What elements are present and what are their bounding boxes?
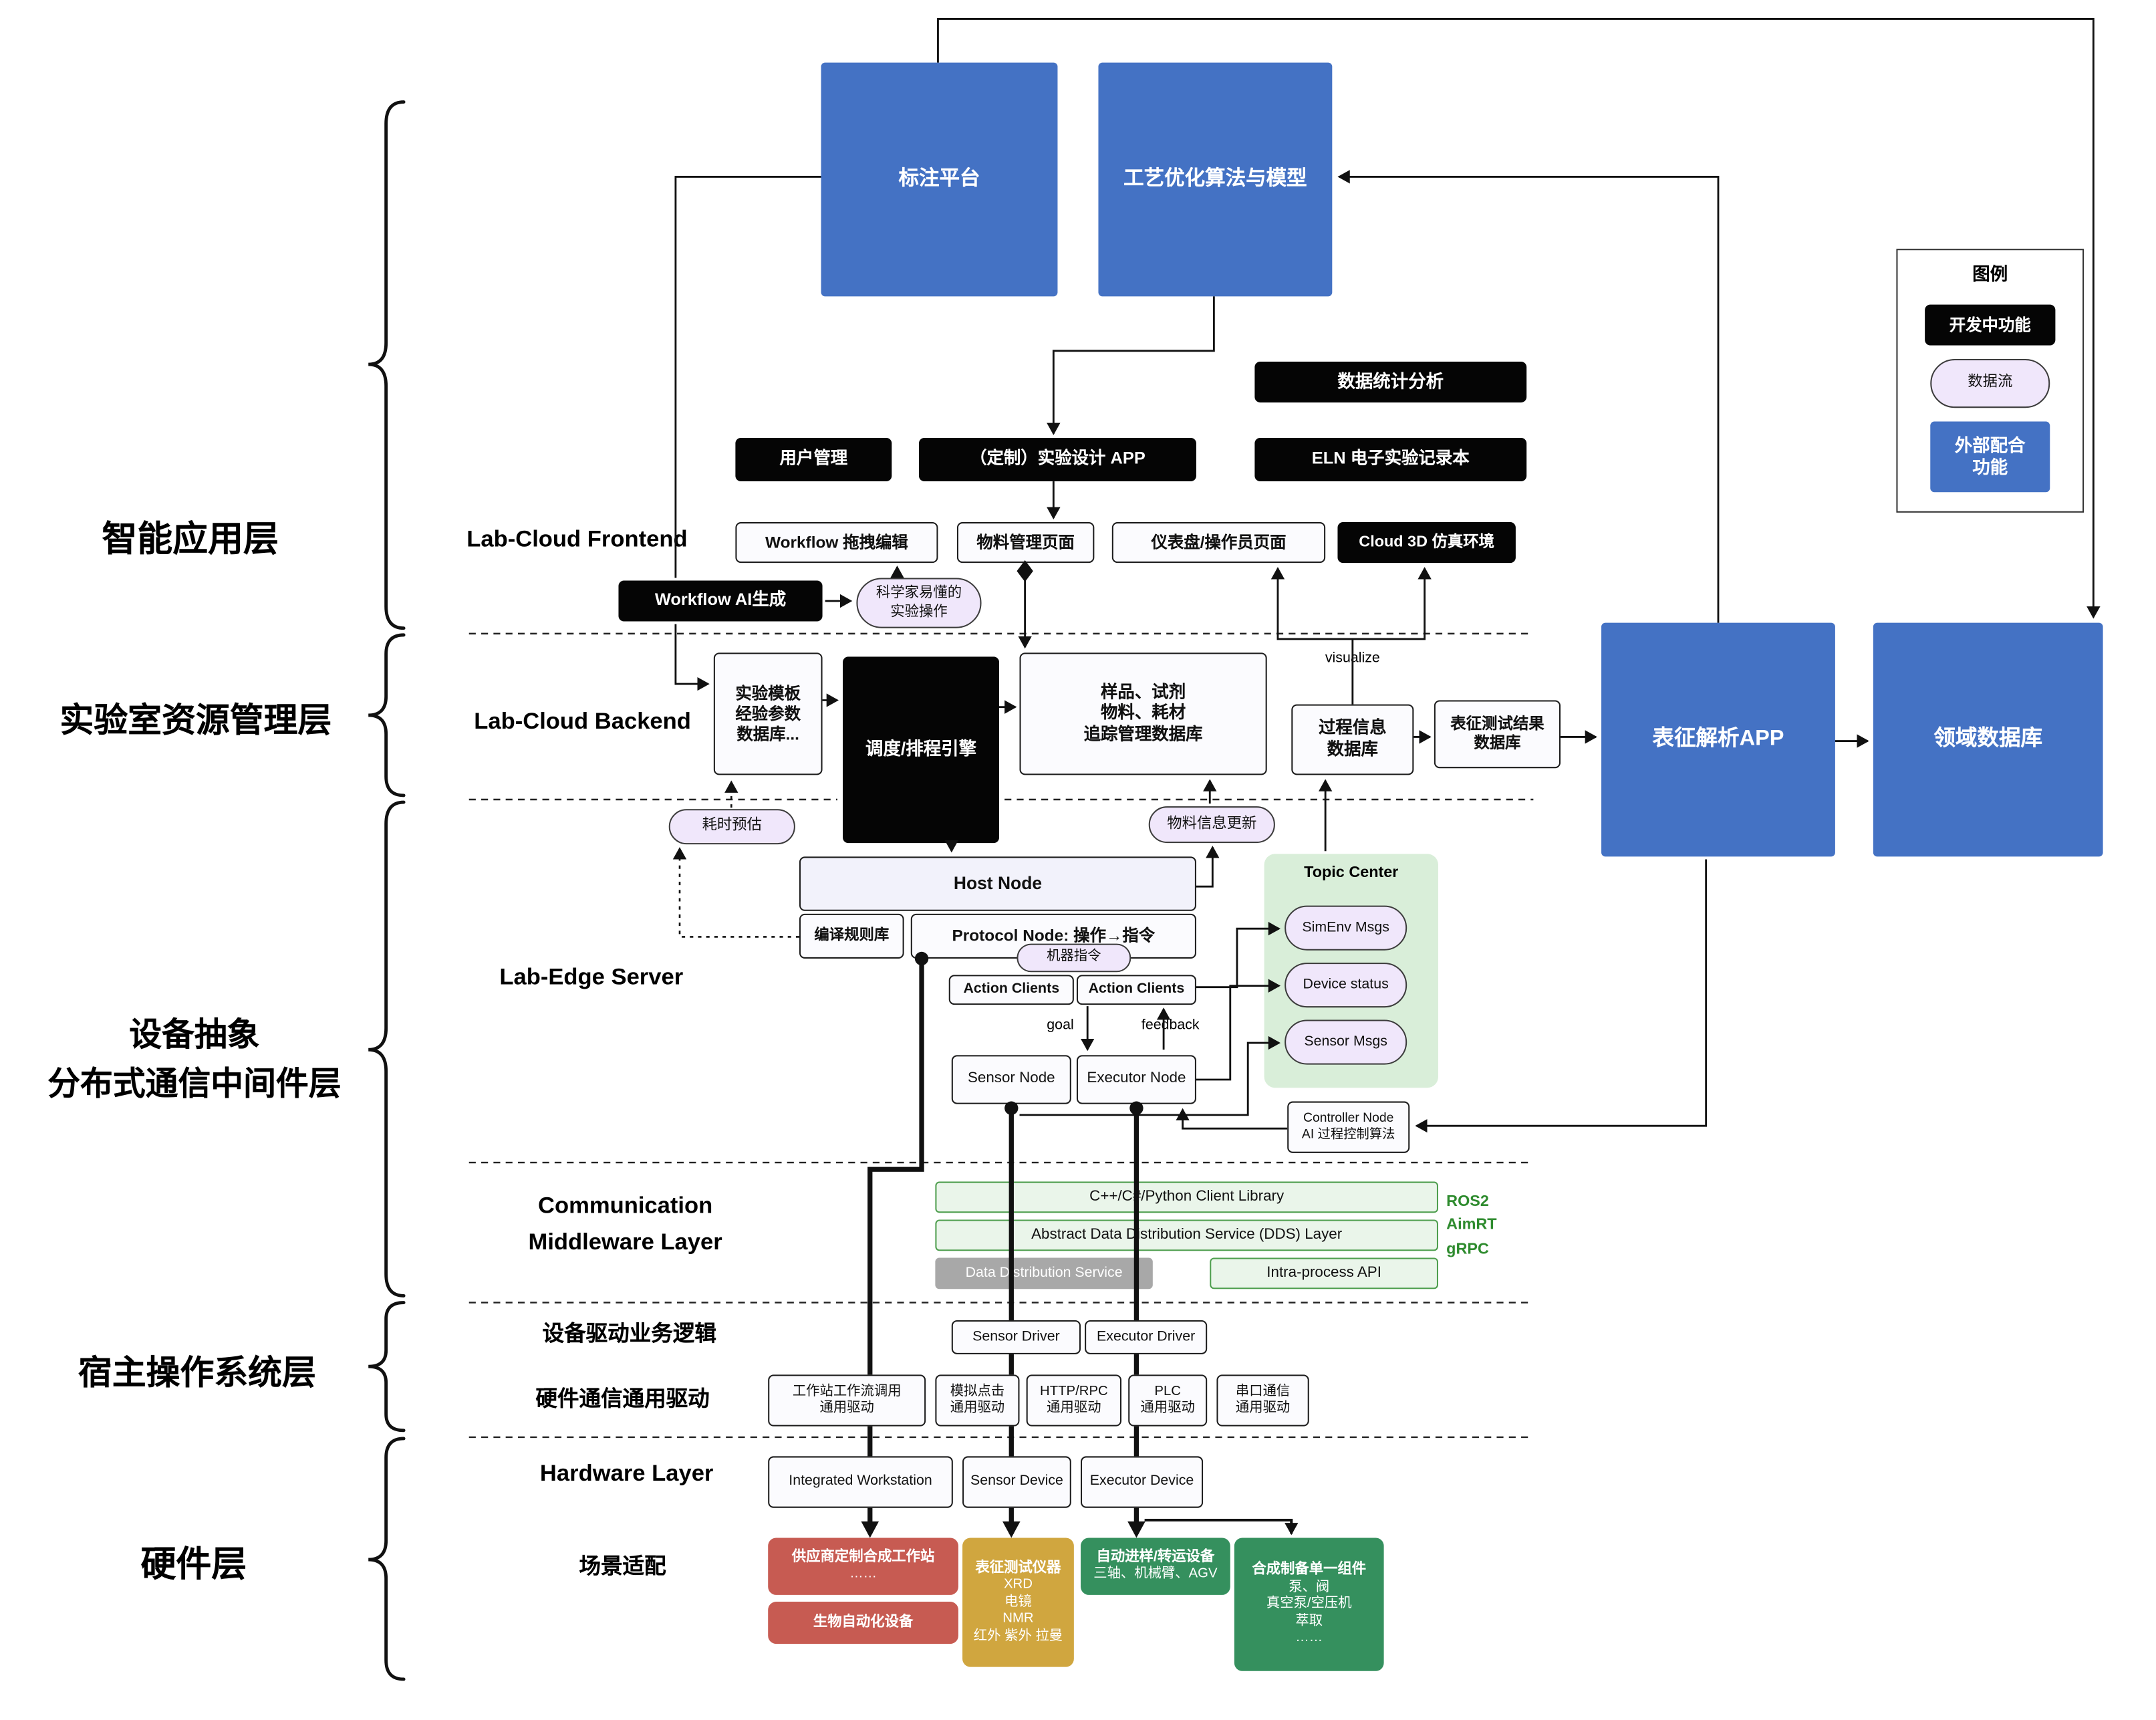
characterization-app-box: 表征解析APP [1601, 622, 1835, 857]
action-clients-box-2: Action Clients [1076, 975, 1196, 1005]
action-clients-box-1: Action Clients [948, 975, 1074, 1005]
domain-database-box: 领域数据库 [1873, 622, 2103, 857]
layer-label-intelligent-app: 智能应用层 [102, 517, 279, 559]
synthesis-component-box: 合成制备单一组件 泵、阀 真空泵/空压机 萃取 …… [1234, 1538, 1384, 1671]
scheduler-engine-box: 调度/排程引擎 [843, 656, 999, 844]
controller-node-box: Controller Node AI 过程控制算法 [1287, 1101, 1410, 1153]
goal-label: goal [1047, 1017, 1074, 1033]
layer-braces [368, 100, 406, 1681]
ros2-aimrt-grpc-label: ROS2 AimRT gRPC [1446, 1193, 1497, 1257]
characterization-instrument-body: XRD 电镜 NMR 红外 紫外 拉曼 [973, 1577, 1063, 1644]
http-rpc-driver-box: HTTP/RPC 通用驱动 [1026, 1374, 1122, 1427]
topic-center-label: Topic Center [1304, 864, 1399, 882]
scenario-adapt-label: 场景适配 [579, 1555, 666, 1579]
layer-label-hardware: 硬件层 [140, 1543, 247, 1584]
plc-driver-box: PLC 通用驱动 [1128, 1374, 1208, 1427]
hardware-layer-label: Hardware Layer [539, 1460, 714, 1487]
executor-driver-box: Executor Driver [1085, 1320, 1208, 1354]
client-library-box: C++/C#/Python Client Library [935, 1181, 1438, 1213]
lab-cloud-frontend-label: Lab-Cloud Frontend [466, 526, 688, 552]
vendor-workstation-box: 供应商定制合成工作站 …… [768, 1538, 958, 1595]
legend: 图例 开发中功能 数据流 外部配合 功能 [1896, 249, 2084, 513]
dds-layer-box: Abstract Data Distribution Service (DDS)… [935, 1219, 1438, 1251]
legend-developing: 开发中功能 [1925, 304, 2056, 346]
workflow-ai-box: Workflow AI生成 [618, 580, 823, 622]
intra-process-api-box: Intra-process API [1210, 1257, 1438, 1289]
dotted-connectors [672, 780, 799, 938]
data-statistics-box: 数据统计分析 [1254, 362, 1527, 403]
serial-driver-box: 串口通信 通用驱动 [1216, 1374, 1309, 1427]
bio-automation-box: 生物自动化设备 [768, 1602, 958, 1644]
legend-title: 图例 [1972, 263, 2008, 285]
cloud-3d-box: Cloud 3D 仿真环境 [1337, 522, 1516, 564]
legend-dataflow: 数据流 [1930, 358, 2050, 408]
layer-label-device-abstraction: 设备抽象 分布式通信中间件层 [47, 1017, 342, 1103]
process-info-db-box: 过程信息 数据库 [1291, 704, 1414, 775]
synthesis-component-title: 合成制备单一组件 [1252, 1561, 1367, 1578]
executor-device-box: Executor Device [1081, 1456, 1204, 1508]
workflow-edit-box: Workflow 拖拽编辑 [735, 522, 938, 564]
custom-experiment-app-box: （定制）实验设计 APP [918, 437, 1196, 482]
simenv-msgs-pill: SimEnv Msgs [1285, 905, 1407, 951]
layer-label-host-os: 宿主操作系统层 [78, 1354, 316, 1392]
sensor-node-box: Sensor Node [951, 1055, 1071, 1104]
device-status-pill: Device status [1285, 963, 1407, 1008]
layer-label-lab-resource: 实验室资源管理层 [59, 701, 332, 740]
compile-rule-lib-box: 编译规则库 [799, 913, 904, 959]
vendor-workstation-body: …… [849, 1566, 877, 1582]
legend-external: 外部配合 功能 [1930, 421, 2050, 493]
dds-service-box: Data Distribution Service [935, 1257, 1153, 1289]
autosampler-title: 自动进样/转运设备 [1096, 1549, 1215, 1566]
synthesis-component-body: 泵、阀 真空泵/空压机 萃取 …… [1266, 1579, 1352, 1646]
device-driver-logic-label: 设备驱动业务逻辑 [542, 1323, 716, 1346]
hw-comm-driver-label: 硬件通信通用驱动 [535, 1388, 710, 1412]
visualize-label: visualize [1325, 650, 1380, 666]
process-optimization-box: 工艺优化算法与模型 [1098, 62, 1333, 297]
workstation-workflow-driver-box: 工作站工作流调用 通用驱动 [768, 1374, 926, 1427]
lab-cloud-backend-label: Lab-Cloud Backend [474, 708, 691, 735]
integrated-workstation-box: Integrated Workstation [768, 1456, 953, 1508]
sensor-msgs-pill: Sensor Msgs [1285, 1019, 1407, 1065]
diamond-connector [1017, 560, 1033, 582]
lab-edge-server-label: Lab-Edge Server [499, 964, 684, 990]
host-node-box: Host Node [799, 856, 1196, 911]
characterization-instrument-box: 表征测试仪器 XRD 电镜 NMR 红外 紫外 拉曼 [962, 1538, 1074, 1667]
material-update-pill: 物料信息更新 [1148, 806, 1275, 844]
autosampler-box: 自动进样/转运设备 三轴、机械臂、AGV [1081, 1538, 1230, 1595]
characterization-instrument-title: 表征测试仪器 [975, 1559, 1061, 1576]
user-management-box: 用户管理 [735, 437, 892, 482]
machine-command-pill: 机器指令 [1017, 943, 1131, 973]
eln-box: ELN 电子实验记录本 [1254, 437, 1527, 482]
middleware-label-1: Communication [537, 1192, 713, 1219]
vendor-workstation-title: 供应商定制合成工作站 [791, 1549, 935, 1566]
characterization-result-db-box: 表征测试结果 数据库 [1434, 700, 1561, 769]
experiment-template-db-box: 实验模板 经验参数 数据库... [713, 652, 823, 775]
middleware-label-2: Middleware Layer [528, 1229, 722, 1255]
sensor-device-box: Sensor Device [962, 1456, 1071, 1508]
feedback-label: feedback [1141, 1017, 1200, 1033]
sensor-driver-box: Sensor Driver [951, 1320, 1081, 1354]
executor-node-box: Executor Node [1076, 1055, 1196, 1104]
sample-material-db-box: 样品、试剂 物料、耗材 追踪管理数据库 [1019, 652, 1267, 775]
material-page-box: 物料管理页面 [956, 522, 1095, 564]
dashboard-page-box: 仪表盘/操作员页面 [1111, 522, 1326, 564]
simulated-click-driver-box: 模拟点击 通用驱动 [935, 1374, 1020, 1427]
time-estimate-pill: 耗时预估 [668, 809, 795, 845]
scientist-operations-pill: 科学家易懂的 实验操作 [856, 578, 982, 628]
annotation-platform-box: 标注平台 [821, 62, 1058, 297]
autosampler-body: 三轴、机械臂、AGV [1093, 1566, 1218, 1582]
